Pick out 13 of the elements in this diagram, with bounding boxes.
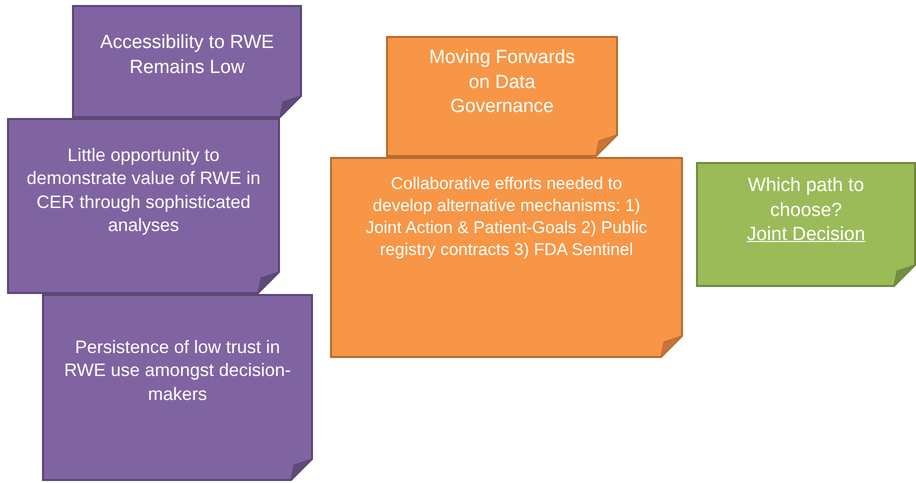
note-text: Accessibility to RWE Remains Low (99, 31, 275, 80)
sticky-note (42, 294, 313, 481)
sticky-note (696, 162, 916, 287)
note-text: Moving Forwards on Data Governance (428, 46, 576, 120)
note-text: Persistence of low trust in RWE use amongst decision-makers (63, 336, 292, 406)
note-text: Which path to choose? Joint Decision (746, 174, 866, 248)
sticky-note (386, 36, 618, 157)
sticky-note (72, 5, 302, 118)
note-text: Collaborative efforts needed to develop alternative mechanisms: 1) Joint Action & Patient-Goals 2) Public registry contracts 3) FDA Sentinel (364, 173, 648, 262)
sticky-note (7, 118, 280, 294)
link: Joint Decision (746, 224, 866, 246)
note-text: Little opportunity to demonstrate value of RWE in CER through sophisticated analyses (26, 144, 262, 238)
sticky-note (330, 157, 683, 358)
